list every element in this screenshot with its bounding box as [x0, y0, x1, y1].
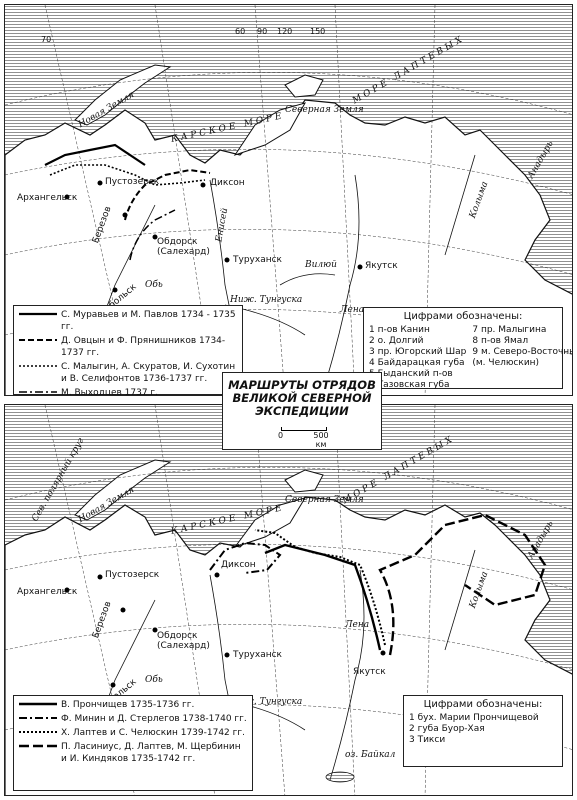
legend-text: П. Ласиниус, Д. Лаптев, М. Щербинин и И.…	[61, 742, 241, 764]
numbers-header: Цифрами обозначены:	[423, 699, 543, 710]
number-item: 8 п-ов Ямал	[472, 336, 529, 346]
severnaya-zemlya-label: Северная Земля	[285, 495, 364, 505]
arkhangelsk-label: Архангельск	[17, 587, 78, 597]
dikson-label: Диксон	[221, 560, 256, 570]
number-item: 6 Тазовская губа	[369, 380, 450, 390]
severnaya-zemlya	[284, 74, 324, 98]
legend-item: М. Выходцев 1737 г.	[19, 387, 237, 396]
degree-label: 90	[257, 27, 268, 36]
route-laptev-chelyuskin	[254, 529, 386, 646]
novaya-zemlya	[74, 459, 172, 521]
top-map: 70 60 90 120 150 КАРСКОЕ МОРЕ МОРЕ ЛАПТЕ…	[4, 4, 573, 396]
legend-text: Ф. Минин и Д. Стерлегов 1738-1740 гг.	[61, 714, 247, 724]
city-dots	[64, 180, 363, 293]
route-malygin	[49, 164, 206, 186]
ob-label: Обь	[145, 675, 163, 685]
severnaya-zemlya	[284, 469, 324, 493]
yakutsk-label: Якутск	[353, 667, 386, 677]
bottom-legend: В. Прончищев 1735-1736 гг. Ф. Минин и Д.…	[13, 695, 253, 791]
scale-end: 500 км	[313, 431, 329, 449]
number-item: 1 п-ов Канин	[369, 325, 430, 335]
legend-item: Д. Овцын и Ф. Прянишников 1734-1737 гг.	[19, 335, 237, 359]
number-item: 1 бух. Марии Прончищевой	[409, 713, 539, 723]
severnaya-zemlya-label: Северная Земля	[285, 105, 364, 115]
arkhangelsk-label: Архангельск	[17, 193, 78, 203]
kolyma-river	[444, 154, 476, 256]
title-line: ВЕЛИКОЙ СЕВЕРНОЙ	[232, 391, 372, 405]
number-item: (м. Челюскин)	[472, 358, 540, 368]
pustozersk-label: Пустозерск	[105, 570, 160, 580]
legend-text: Д. Овцын и Ф. Прянишников 1734-1737 гг.	[61, 336, 226, 358]
lena-label: Лена	[345, 620, 370, 630]
legend-item: П. Ласиниус, Д. Лаптев, М. Щербинин и И.…	[19, 741, 247, 765]
tunguska-label: Ниж. Тунгуска	[230, 295, 303, 305]
legend-text: С. Малыгин, А. Скуратов, И. Сухотин и В.…	[61, 362, 236, 384]
pustozersk-label: Пустозерск	[105, 177, 160, 187]
number-item: 3 пр. Югорский Шар	[369, 347, 467, 357]
legend-item: Х. Лаптев и С. Челюскин 1739-1742 гг.	[19, 727, 247, 739]
title-line: МАРШРУТЫ ОТРЯДОВ	[228, 378, 376, 392]
legend-text: С. Муравьев и М. Павлов 1734 - 1735 гг.	[61, 310, 236, 332]
top-numbers-box: Цифрами обозначены: 1 п-ов Канин 2 о. До…	[363, 307, 572, 390]
number-item: 4 Байдарацкая губа	[369, 358, 465, 368]
turukhansk-label: Туруханск	[233, 255, 282, 265]
bottom-map: КАРСКОЕ МОРЕ МОРЕ ЛАПТЕВЫХ Новая Земля С…	[4, 404, 573, 796]
degree-label: 70	[41, 35, 52, 44]
route-minin	[209, 541, 282, 574]
yakutsk-label: Якутск	[365, 261, 398, 271]
route-muravyev	[44, 143, 146, 166]
map-title-box: МАРШРУТЫ ОТРЯДОВ ВЕЛИКОЙ СЕВЕРНОЙ ЭКСПЕД…	[222, 372, 382, 450]
route-lasinius	[378, 513, 547, 656]
ob-label: Обь	[145, 280, 163, 290]
tunguska-label: Ниж. Тунгуска	[230, 697, 303, 707]
scale-zero: 0	[278, 431, 284, 440]
numbers-header: Цифрами обозначены:	[403, 311, 523, 322]
degree-label: 120	[277, 27, 293, 36]
legend-text: Х. Лаптев и С. Челюскин 1739-1742 гг.	[61, 728, 245, 738]
obdorsk-label: Обдорск (Салехард)	[157, 631, 210, 651]
legend-item: С. Муравьев и М. Павлов 1734 - 1735 гг.	[19, 309, 237, 333]
route-vykhodtsev	[129, 209, 176, 261]
lena-river	[324, 174, 360, 386]
vilyui-label: Вилюй	[305, 260, 337, 270]
number-item: 7 пр. Малыгина	[472, 325, 547, 335]
degree-label: 150	[310, 27, 326, 36]
map-title: МАРШРУТЫ ОТРЯДОВ ВЕЛИКОЙ СЕВЕРНОЙ ЭКСПЕД…	[223, 379, 381, 418]
title-line: ЭКСПЕДИЦИИ	[255, 404, 349, 418]
number-item: 2 о. Долгий	[369, 336, 424, 346]
degree-label: 60	[235, 27, 246, 36]
lena-river	[329, 569, 365, 781]
bottom-numbers-box: Цифрами обозначены: 1 бух. Марии Прончищ…	[403, 695, 563, 767]
top-legend: С. Муравьев и М. Павлов 1734 - 1735 гг. …	[13, 305, 243, 395]
number-item: 5 Гыданский п-ов	[369, 369, 453, 379]
routes-bottom	[209, 513, 547, 656]
legend-item: Ф. Минин и Д. Стерлегов 1738-1740 гг.	[19, 713, 247, 725]
vilyui-river	[279, 273, 336, 286]
legend-text: М. Выходцев 1737 г.	[61, 388, 159, 396]
city-dots	[64, 572, 386, 688]
baikal-lake	[325, 771, 355, 783]
number-item: 2 губа Буор-Хая	[409, 724, 485, 734]
scale-bar-line	[281, 427, 327, 431]
taimyr	[233, 102, 307, 156]
route-pronchishchev	[264, 543, 382, 651]
obdorsk-label: Обдорск (Салехард)	[157, 237, 210, 257]
dikson-label: Диксон	[210, 178, 245, 188]
legend-item: В. Прончищев 1735-1736 гг.	[19, 699, 247, 711]
legend-item: С. Малыгин, А. Скуратов, И. Сухотин и В.…	[19, 361, 237, 385]
turukhansk-label: Туруханск	[233, 650, 282, 660]
baikal-label: оз. Байкал	[345, 750, 396, 760]
lena-label: Лена	[340, 305, 365, 315]
legend-text: В. Прончищев 1735-1736 гг.	[61, 700, 195, 710]
novaya-zemlya	[74, 64, 172, 126]
number-item: 9 м. Северо-Восточный	[472, 347, 573, 357]
number-item: 3 Тикси	[409, 735, 446, 745]
scale-bar: 0 500 км	[273, 427, 333, 449]
kolyma-river	[444, 549, 476, 651]
